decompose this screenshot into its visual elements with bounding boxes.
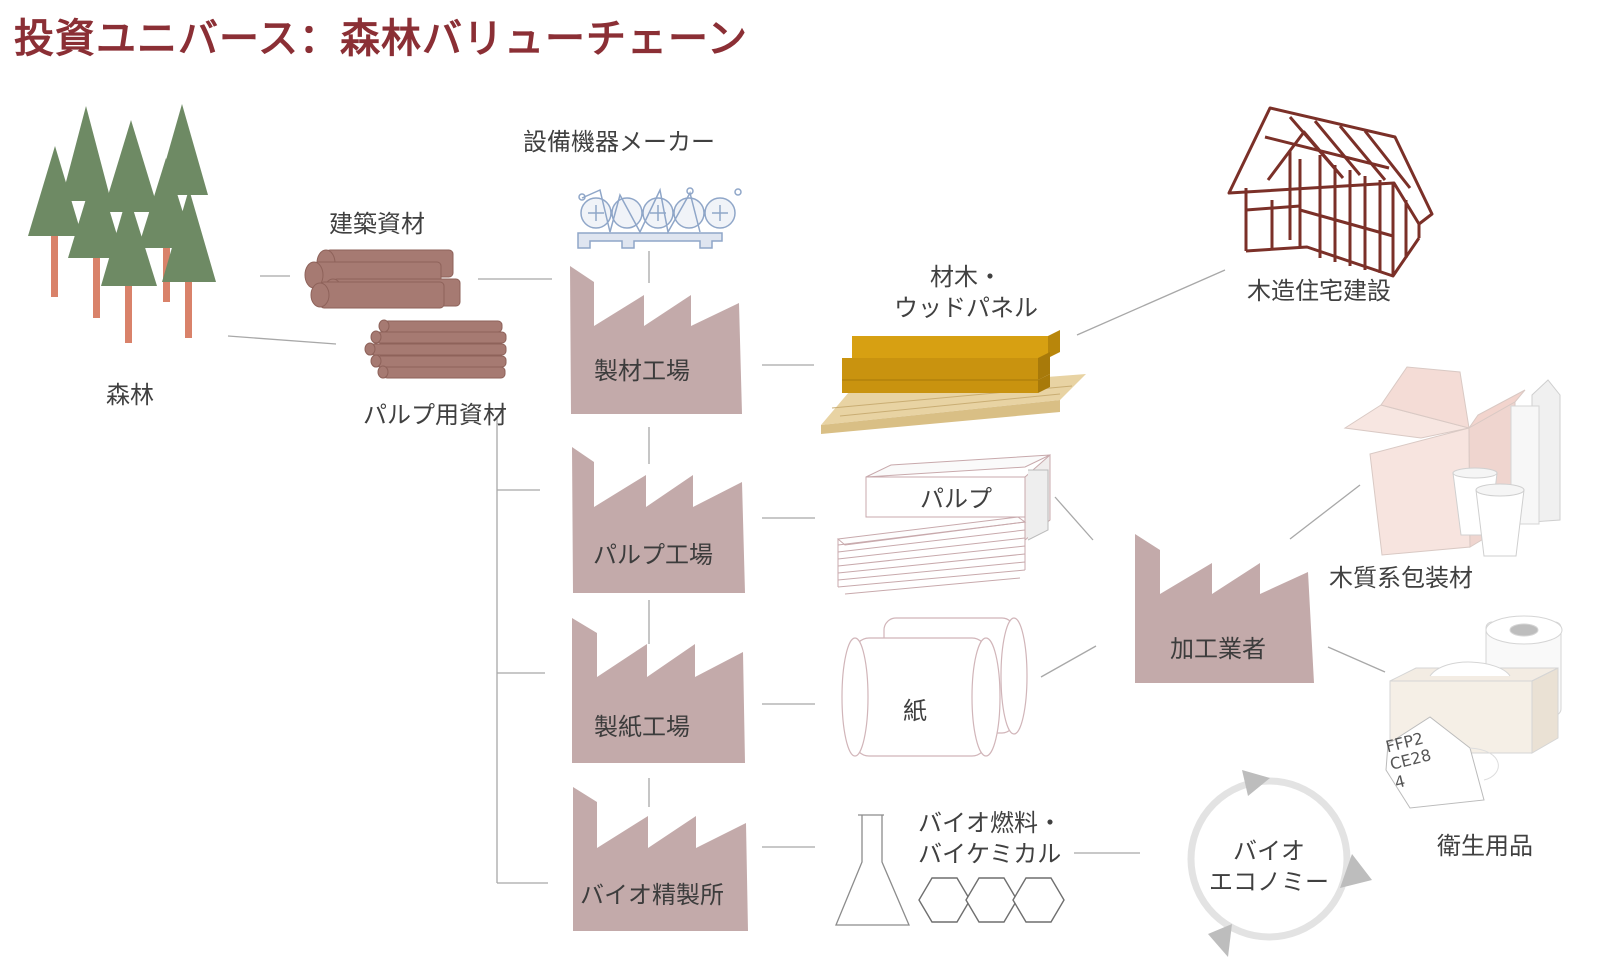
forest-label: 森林 <box>106 381 154 409</box>
recycle-arrows-icon <box>1187 770 1372 957</box>
pulp-product-label: パルプ <box>920 485 992 513</box>
pulp-logs-icon <box>364 319 507 379</box>
pulp-mill-label: パルプ工場 <box>593 541 713 569</box>
sawmill-factory-icon <box>570 266 742 414</box>
connector-lines <box>227 251 1386 884</box>
biofuel-label-line2: バイケミカル <box>918 840 1062 869</box>
paper-mill-factory-icon <box>572 618 745 763</box>
bio-refinery-label: バイオ精製所 <box>580 881 724 909</box>
bioeconomy-label-line2: エコノミー <box>1209 868 1329 897</box>
pulp-materials-label: パルプ用資材 <box>363 401 507 429</box>
house-frame-icon <box>1227 106 1434 278</box>
molecule-hexagon-icon <box>918 877 1065 923</box>
pulp-mill-factory-icon <box>572 447 745 593</box>
machinery-icon <box>577 187 742 249</box>
biofuel-label-line1: バイオ燃料・ <box>918 809 1062 837</box>
page-title: 投資ユニバース：森林バリューチェーン <box>14 15 748 62</box>
forest-icon <box>28 104 216 343</box>
lumber-panels-icon <box>821 330 1086 434</box>
bioeconomy-label: バイオ エコノミー <box>1199 836 1339 898</box>
wooden-house-label: 木造住宅建設 <box>1247 277 1391 305</box>
hygiene-label: 衛生用品 <box>1437 832 1533 860</box>
packaging-icon <box>1343 366 1561 557</box>
hygiene-products-icon <box>1385 615 1563 809</box>
paper-mill-label: 製紙工場 <box>594 713 690 741</box>
lumber-label: 材木・ ウッドパネル <box>886 262 1046 324</box>
construction-logs-icon <box>304 249 461 309</box>
biofuel-label: バイオ燃料・ バイケミカル <box>918 808 1062 870</box>
bio-refinery-factory-icon <box>573 787 748 931</box>
construction-materials-label: 建築資材 <box>329 210 425 238</box>
flask-icon <box>835 814 910 926</box>
paper-product-label: 紙 <box>903 697 927 725</box>
processor-factory-icon <box>1135 534 1314 683</box>
sawmill-label: 製材工場 <box>594 357 690 385</box>
equipment-maker-label: 設備機器メーカー <box>523 128 715 156</box>
processor-label: 加工業者 <box>1170 635 1266 663</box>
pulp-bale-icon <box>836 453 1051 595</box>
wood-packaging-label: 木質系包装材 <box>1329 564 1473 592</box>
lumber-label-line2: ウッドパネル <box>894 294 1038 323</box>
bioeconomy-label-line1: バイオ <box>1233 837 1305 865</box>
paper-rolls-icon <box>841 617 1028 757</box>
lumber-label-line1: 材木・ <box>930 263 1002 291</box>
